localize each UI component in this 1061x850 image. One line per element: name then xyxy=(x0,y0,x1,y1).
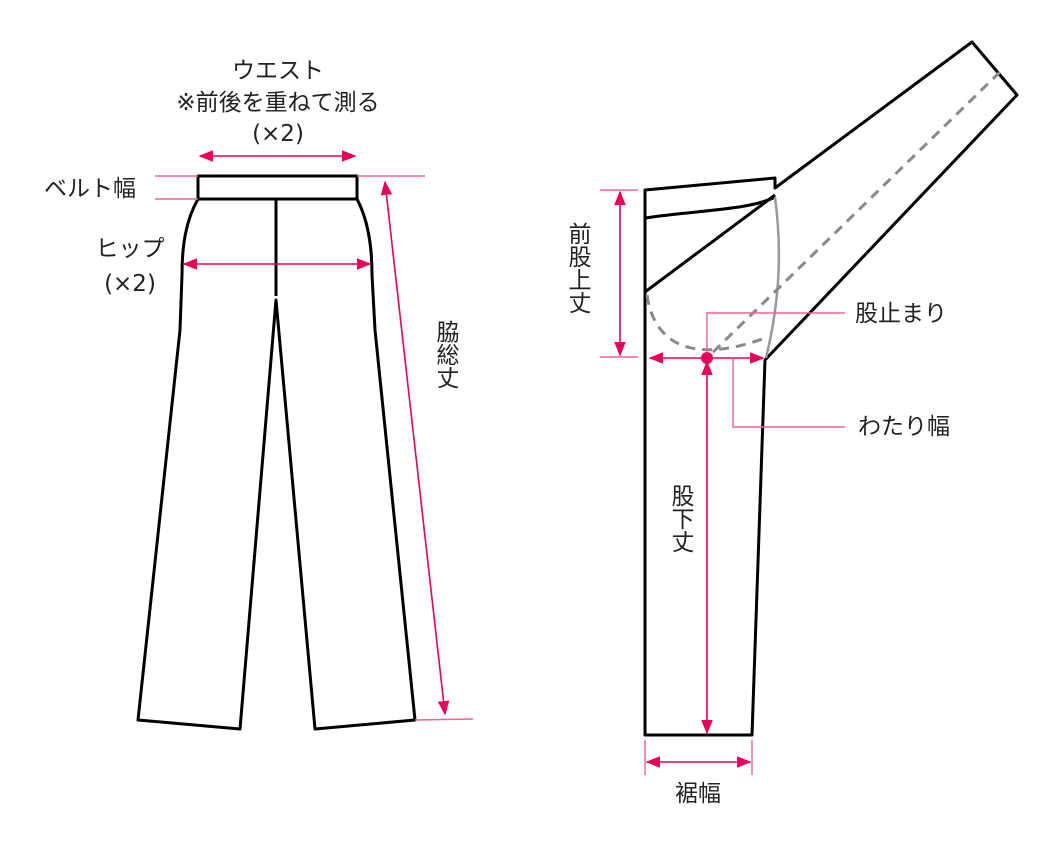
belt-width-label: ベルト幅 xyxy=(44,176,136,202)
crotch-line xyxy=(644,193,776,294)
waist-curve xyxy=(644,195,776,220)
leader-line xyxy=(732,358,845,428)
hip-label: ヒップ xyxy=(96,236,165,262)
thigh-width-label: わたり幅 xyxy=(858,414,950,440)
waist-note-label: ※前後を重ねて測る xyxy=(176,90,379,116)
front-view-pants: ウエスト ※前後を重ねて測る (×2) ベルト幅 ヒップ (×2) 脇総丈 xyxy=(44,58,474,731)
waistband xyxy=(196,174,359,201)
crotch-point-label: 股止まり xyxy=(855,301,947,327)
dashed-crotch-curve xyxy=(645,294,766,352)
side-view-pants: 前股上丈 股止まり わたり幅 股下丈 裾幅 xyxy=(564,40,1019,807)
pants-body xyxy=(136,197,417,731)
side-length-label: 脇総丈 xyxy=(432,320,460,389)
waist-x2-label: (×2) xyxy=(252,121,304,147)
seam-guide xyxy=(764,196,781,359)
leader-line xyxy=(706,312,845,352)
hip-x2-label: (×2) xyxy=(104,271,156,297)
hem-width-label: 裾幅 xyxy=(675,781,721,807)
front-rise-label: 前股上丈 xyxy=(564,222,592,314)
side-length-arrow xyxy=(380,180,450,716)
inseam-label: 股下丈 xyxy=(667,484,695,553)
waist-label: ウエスト xyxy=(232,58,324,84)
leader-line xyxy=(414,718,474,721)
crotch-point-dot xyxy=(701,352,713,364)
dashed-guide xyxy=(705,70,1002,360)
back-leg xyxy=(643,40,1019,737)
